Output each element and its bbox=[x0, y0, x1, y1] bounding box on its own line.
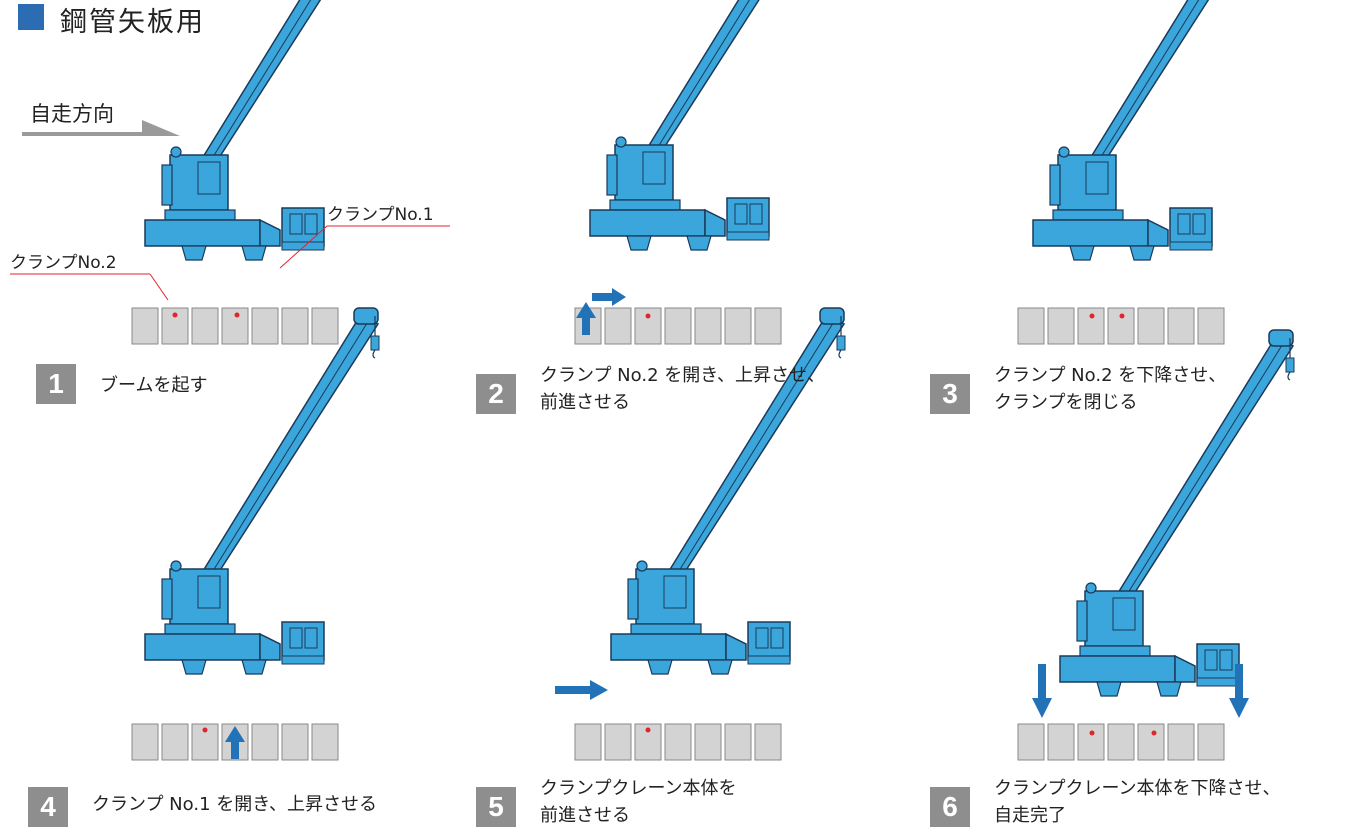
panel-2-right-arrow-icon bbox=[592, 288, 626, 306]
panel-4-clamp-mark bbox=[202, 727, 208, 733]
step-line: クランプクレーン本体を下降させ、 bbox=[994, 778, 1281, 799]
direction-arrow-icon bbox=[142, 120, 180, 136]
step-line: クランプ No.2 を下降させ、 bbox=[994, 365, 1227, 386]
panel-2-crane bbox=[589, 0, 825, 251]
panel-6-piles bbox=[1017, 723, 1225, 761]
page-title: 鋼管矢板用 bbox=[60, 7, 205, 38]
panel-6-down-arrow-icon bbox=[1032, 664, 1052, 718]
panel-6-down-arrow-icon bbox=[1229, 664, 1249, 718]
step-line: 自走完了 bbox=[994, 805, 1066, 826]
panel-3-clamp-mark bbox=[1119, 313, 1125, 319]
step-description: ブームを起す bbox=[100, 372, 207, 399]
step-number: 2 bbox=[476, 374, 516, 414]
step-line: 前進させる bbox=[540, 392, 630, 413]
panel-4-up-arrow-icon bbox=[225, 726, 245, 759]
panel-5-piles bbox=[574, 723, 782, 761]
panel-1-piles bbox=[131, 307, 339, 345]
step-line: クランプを閉じる bbox=[994, 392, 1138, 413]
panel-1-crane bbox=[144, 0, 380, 261]
panel-5-right-arrow-icon bbox=[555, 680, 608, 700]
step-number: 1 bbox=[36, 364, 76, 404]
step-description: クランプ No.2 を開き、上昇させ、 前進させる bbox=[540, 362, 825, 416]
panel-1-clamp-mark bbox=[172, 312, 178, 318]
step-4: 4 クランプ No.1 を開き、上昇させる bbox=[28, 787, 377, 827]
panel-5-clamp-mark bbox=[645, 727, 651, 733]
panel-2-piles bbox=[574, 307, 782, 345]
clamp-no1-label: クランプNo.1 bbox=[327, 205, 434, 225]
step-5: 5 クランプクレーン本体を 前進させる bbox=[476, 778, 737, 829]
clamp-no2-leader bbox=[149, 273, 169, 301]
panel-6-clamp-mark bbox=[1089, 730, 1095, 736]
step-2: 2 クランプ No.2 を開き、上昇させ、 前進させる bbox=[476, 365, 825, 416]
step-number: 5 bbox=[476, 787, 516, 827]
panel-2-clamp-mark bbox=[645, 313, 651, 319]
panel-1-clamp-mark bbox=[234, 312, 240, 318]
step-3: 3 クランプ No.2 を下降させ、 クランプを閉じる bbox=[930, 365, 1226, 416]
step-line: クランプ No.1 を開き、上昇させる bbox=[92, 794, 377, 815]
step-number: 4 bbox=[28, 787, 68, 827]
panel-2-up-arrow-icon bbox=[576, 302, 596, 335]
panel-4-crane bbox=[144, 307, 380, 675]
step-number: 3 bbox=[930, 374, 970, 414]
step-line: クランプクレーン本体を bbox=[540, 778, 737, 799]
clamp-no1-leader bbox=[279, 225, 328, 269]
step-1: 1 ブームを起す bbox=[36, 364, 207, 404]
panel-6-clamp-mark bbox=[1151, 730, 1157, 736]
panel-3-crane bbox=[1032, 0, 1268, 261]
step-description: クランプクレーン本体を下降させ、 自走完了 bbox=[994, 775, 1281, 829]
step-number: 6 bbox=[930, 787, 970, 827]
step-6: 6 クランプクレーン本体を下降させ、 自走完了 bbox=[930, 778, 1281, 829]
step-description: クランプ No.2 を下降させ、 クランプを閉じる bbox=[994, 362, 1226, 416]
step-line: ブームを起す bbox=[100, 375, 208, 396]
direction-label: 自走方向 bbox=[30, 102, 114, 126]
clamp-no2-label: クランプNo.2 bbox=[10, 253, 117, 273]
step-line: 前進させる bbox=[540, 805, 630, 826]
step-line: クランプ No.2 を開き、上昇させ、 bbox=[540, 365, 825, 386]
direction-bar bbox=[22, 132, 142, 136]
step-description: クランプクレーン本体を 前進させる bbox=[540, 775, 737, 829]
step-description: クランプ No.1 を開き、上昇させる bbox=[92, 791, 377, 818]
panel-3-clamp-mark bbox=[1089, 313, 1095, 319]
panel-3-piles bbox=[1017, 307, 1225, 345]
title-marker bbox=[18, 3, 44, 30]
page-title-group: 鋼管矢板用 bbox=[18, 0, 205, 39]
